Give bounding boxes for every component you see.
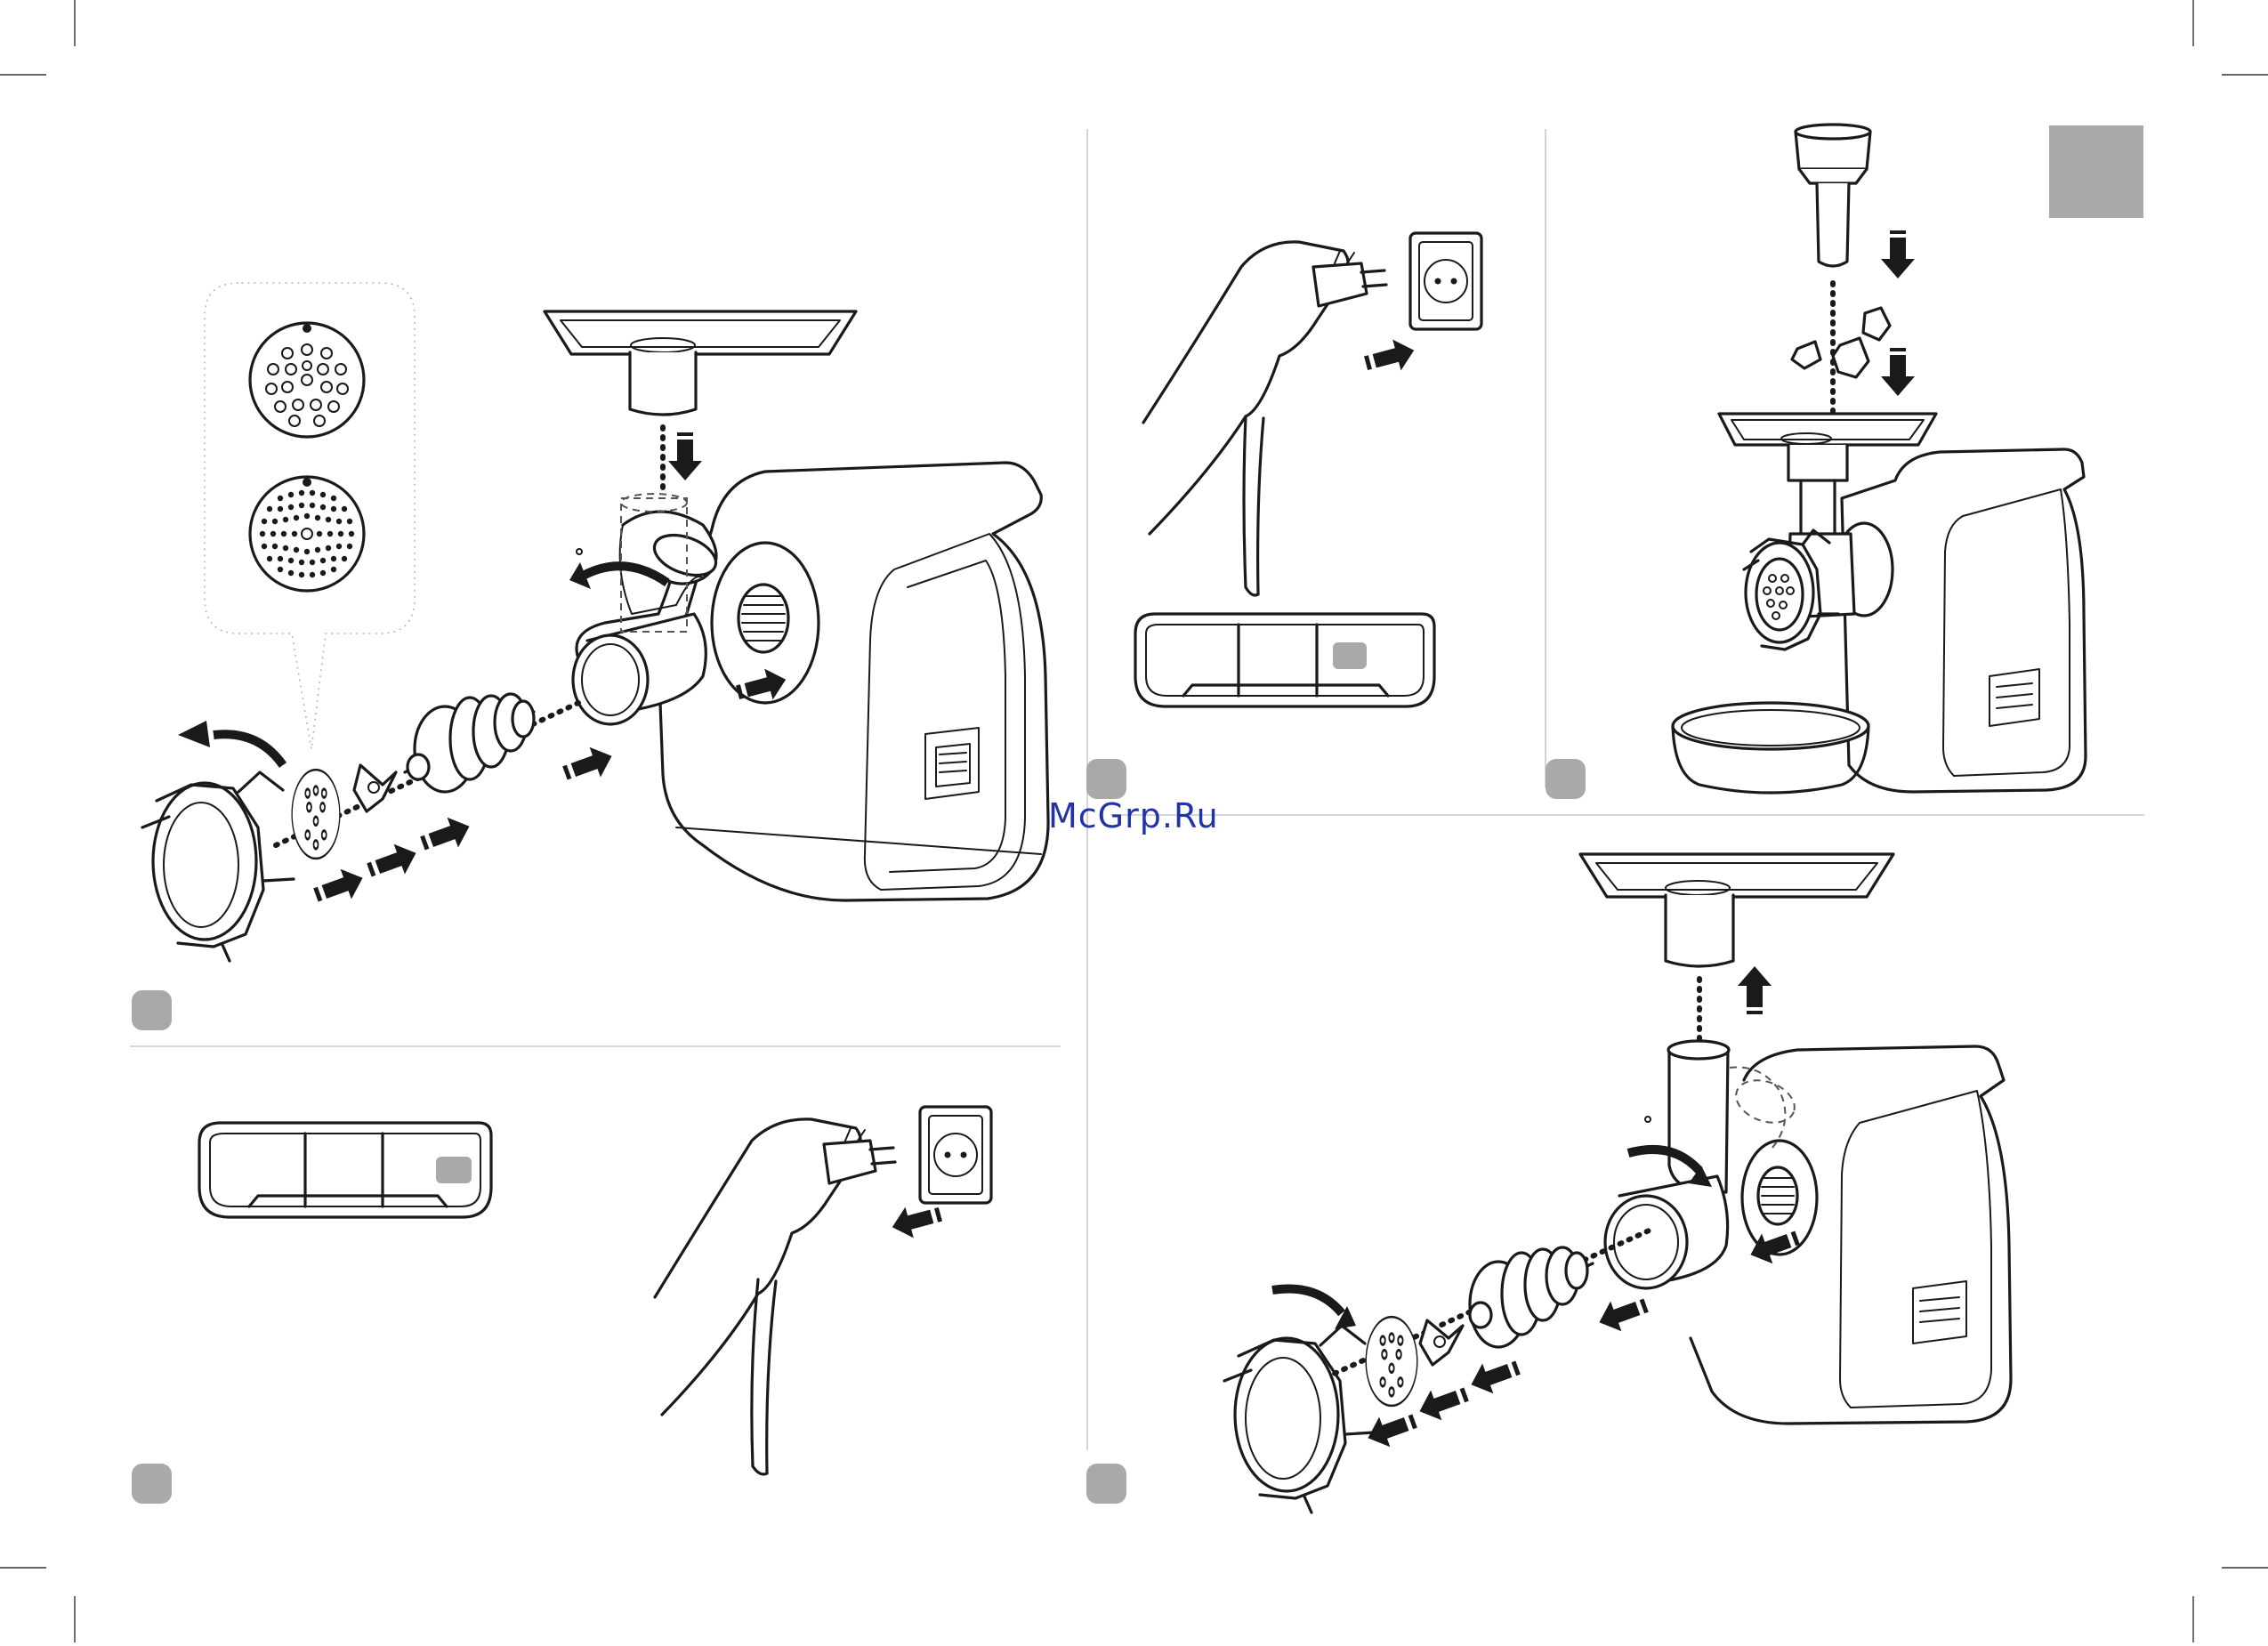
cutting-disc-fine-icon bbox=[250, 477, 364, 591]
meat-grinder-icon bbox=[569, 463, 1048, 900]
meat-pieces-icon bbox=[1792, 308, 1890, 377]
button-highlight bbox=[1333, 642, 1367, 669]
control-panel-icon bbox=[1135, 614, 1434, 706]
step-badge-1 bbox=[132, 990, 172, 1030]
button-highlight bbox=[436, 1157, 472, 1183]
plug-icon bbox=[824, 1128, 895, 1183]
bowl-icon bbox=[1673, 703, 1868, 793]
step-badge-5 bbox=[1086, 1464, 1126, 1504]
step-badge-4 bbox=[132, 1464, 172, 1504]
control-panel-icon bbox=[199, 1123, 491, 1217]
panel-unplug bbox=[199, 1107, 991, 1474]
panel-plug-in bbox=[1135, 233, 1481, 706]
wall-socket-icon bbox=[1410, 233, 1481, 329]
step-badge-2 bbox=[1086, 759, 1126, 799]
wall-socket-icon bbox=[920, 1107, 991, 1203]
meat-grinder-icon bbox=[1605, 1041, 2011, 1424]
cutting-disc-icon bbox=[1366, 1317, 1417, 1406]
ring-nut-icon bbox=[142, 772, 294, 961]
panel-disassembly bbox=[1224, 854, 2011, 1513]
step-badge-3 bbox=[1546, 759, 1586, 799]
language-tab bbox=[2049, 125, 2143, 218]
food-tray-icon bbox=[545, 311, 856, 415]
cutting-disc-icon bbox=[292, 770, 340, 859]
ring-nut-icon bbox=[1224, 1326, 1374, 1513]
screw-auger-icon bbox=[405, 694, 534, 792]
cutting-blade-icon bbox=[354, 765, 396, 811]
panel-assembly bbox=[142, 283, 1048, 961]
food-tray-icon bbox=[1580, 854, 1893, 966]
cutting-disc-icon bbox=[250, 323, 364, 437]
pusher-icon bbox=[1796, 125, 1870, 266]
watermark-text: McGrp.Ru bbox=[1048, 796, 1219, 835]
disc-options-callout bbox=[205, 283, 415, 749]
screw-auger-icon bbox=[1470, 1247, 1593, 1347]
panel-mincing bbox=[1673, 125, 2086, 793]
plug-icon bbox=[1313, 251, 1386, 306]
